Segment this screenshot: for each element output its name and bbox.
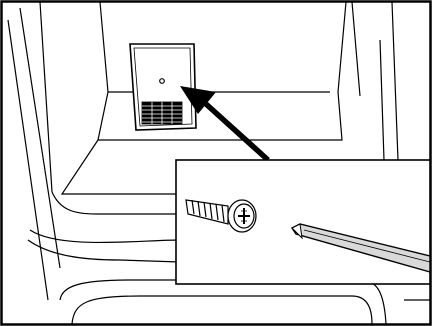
pointer-arrow xyxy=(180,86,270,163)
screw-icon xyxy=(185,199,257,233)
flathead-screwdriver-icon xyxy=(290,223,431,273)
control-panel xyxy=(129,43,197,131)
detail-inset xyxy=(175,159,431,285)
cabinet-interior xyxy=(7,1,431,325)
keypad-grid xyxy=(141,101,183,125)
pinhole xyxy=(159,78,165,84)
